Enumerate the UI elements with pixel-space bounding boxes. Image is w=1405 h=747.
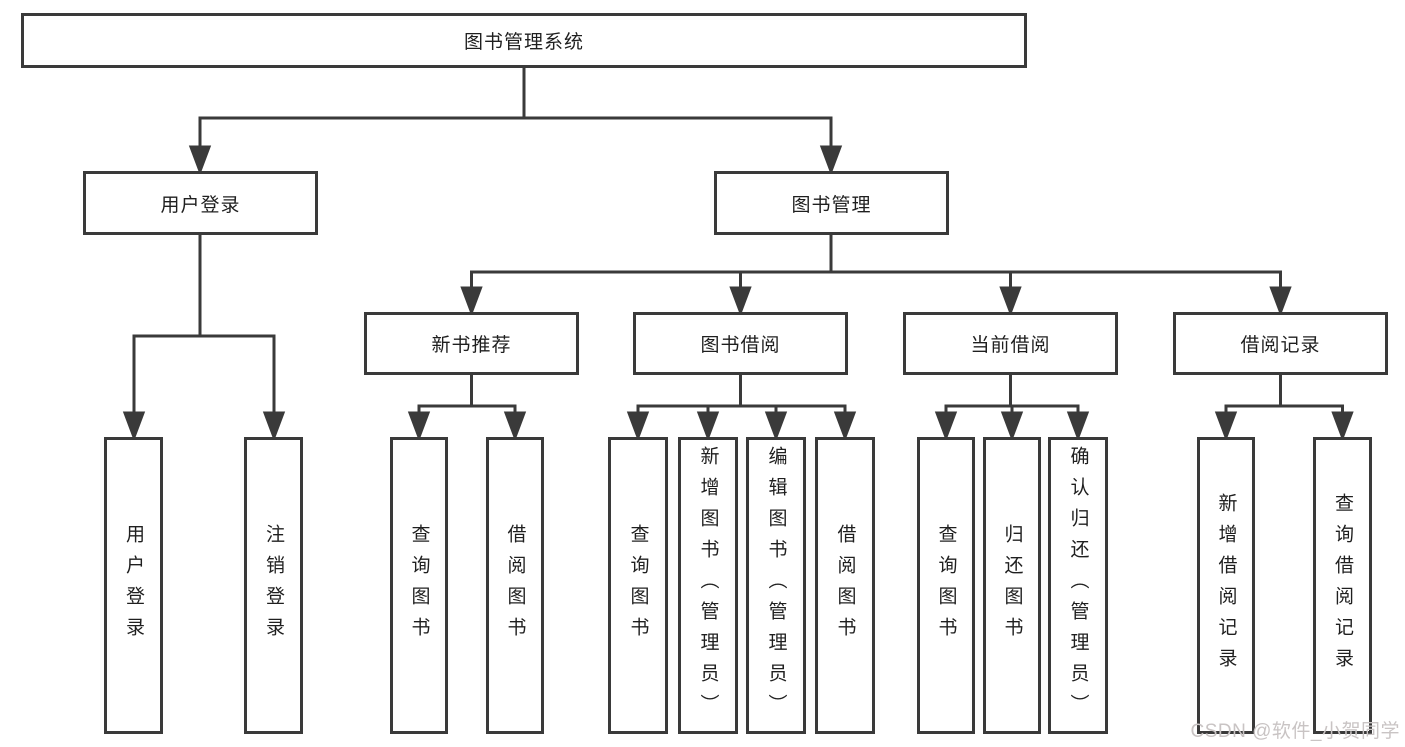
csdn-watermark: CSDN @软件_小贺同学 — [1190, 721, 1400, 742]
leaf-query-book-1: 查询图书 — [390, 437, 448, 734]
connector-root-to-level2 — [188, 68, 843, 176]
leaf-confirm-return-admin: 确认归还（管理员） — [1048, 437, 1108, 734]
leaf-query-book-2: 查询图书 — [608, 437, 668, 734]
node-current-borrowing: 当前借阅 — [903, 312, 1118, 375]
node-book-borrowing: 图书借阅 — [633, 312, 848, 375]
leaf-add-book-admin: 新增图书（管理员） — [678, 437, 738, 734]
node-root-library-system: 图书管理系统 — [21, 13, 1027, 68]
connector-user-login-to-leaves — [122, 235, 286, 442]
connector-book-management-to-level3 — [460, 235, 1292, 317]
node-user-login-branch: 用户登录 — [83, 171, 318, 235]
leaf-query-borrow-record: 查询借阅记录 — [1313, 437, 1372, 734]
leaf-user-login: 用户登录 — [104, 437, 163, 734]
connector-level3-to-leaves — [407, 375, 1354, 442]
leaf-add-borrow-record: 新增借阅记录 — [1197, 437, 1255, 734]
node-book-management: 图书管理 — [714, 171, 949, 235]
leaf-query-book-3: 查询图书 — [917, 437, 975, 734]
leaf-borrow-book-1: 借阅图书 — [486, 437, 544, 734]
node-new-book-recommend: 新书推荐 — [364, 312, 579, 375]
leaf-logout: 注销登录 — [244, 437, 303, 734]
node-borrowing-records: 借阅记录 — [1173, 312, 1388, 375]
leaf-return-book: 归还图书 — [983, 437, 1041, 734]
leaf-borrow-book-2: 借阅图书 — [815, 437, 875, 734]
leaf-edit-book-admin: 编辑图书（管理员） — [746, 437, 806, 734]
